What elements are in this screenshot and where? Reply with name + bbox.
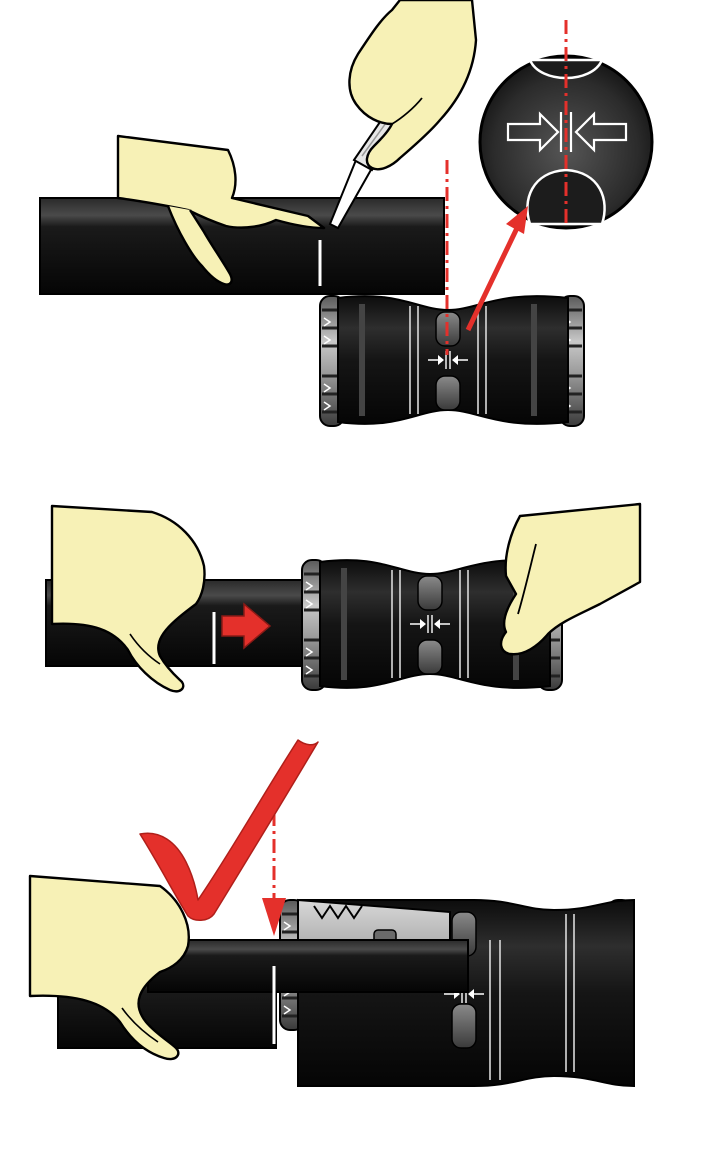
down-arrow-icon bbox=[262, 812, 286, 936]
step-3-check-insertion bbox=[28, 739, 635, 1088]
step-1-mark-pipe bbox=[39, 0, 654, 428]
magnifier-icon bbox=[478, 20, 654, 230]
hand-icon bbox=[28, 874, 190, 1061]
pipe bbox=[147, 939, 469, 1044]
hand-icon bbox=[348, 0, 478, 171]
step-2-push-pipe bbox=[45, 502, 642, 693]
hand-icon bbox=[499, 502, 642, 656]
hand-icon bbox=[50, 504, 206, 693]
fitting bbox=[300, 560, 564, 692]
push-arrow-icon bbox=[221, 602, 272, 650]
fitting bbox=[318, 296, 586, 428]
checkmark-icon bbox=[139, 739, 319, 921]
arrow-icon bbox=[465, 206, 528, 332]
hand-icon bbox=[116, 134, 326, 286]
